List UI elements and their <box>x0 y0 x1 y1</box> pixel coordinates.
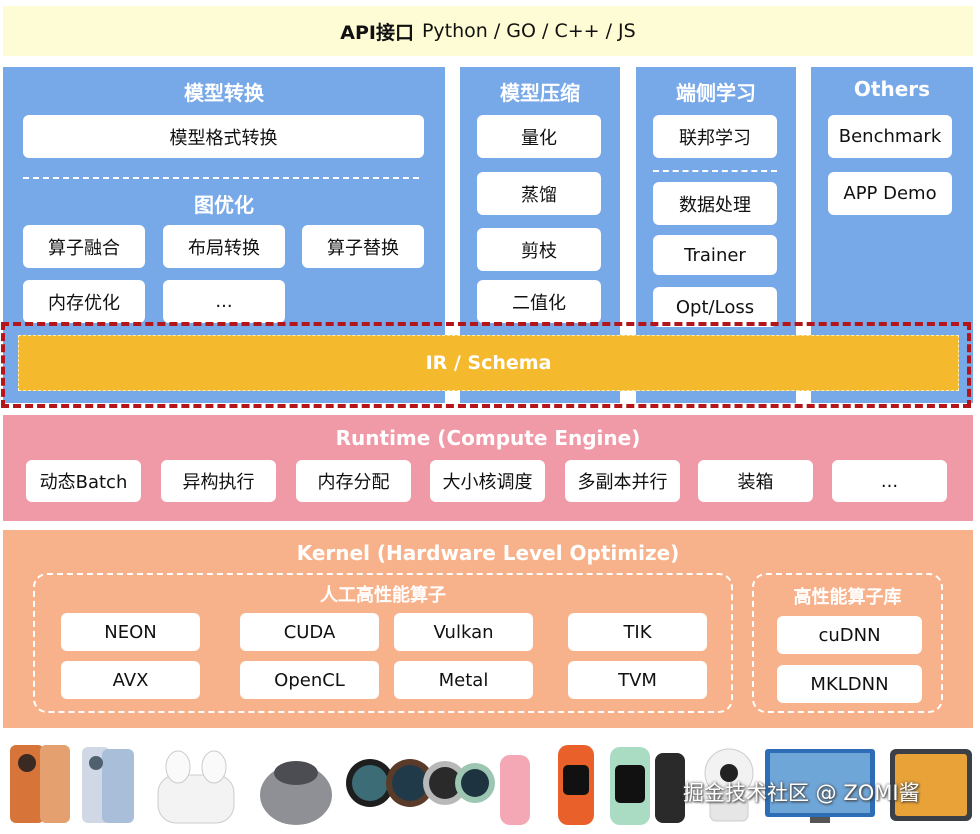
ir-highlight-frame <box>1 322 971 408</box>
compress-item: 二值化 <box>477 280 601 323</box>
runtime-item: 大小核调度 <box>430 460 545 502</box>
earbuds-case-image <box>157 750 235 824</box>
runtime-panel: Runtime (Compute Engine) 动态Batch 异构执行 内存… <box>3 415 973 521</box>
kernel-panel: Kernel (Hardware Level Optimize) 人工高性能算子… <box>3 530 973 728</box>
watermark: 掘金技术社区 @ ZOMI酱 <box>683 781 920 805</box>
kernel-op: TVM <box>568 661 707 699</box>
device-illustrations <box>10 745 972 825</box>
edge-item: Trainer <box>653 235 777 275</box>
compress-item: 剪枝 <box>477 228 601 271</box>
edge-item: Opt/Loss <box>653 287 777 327</box>
model-convert-title: 模型转换 <box>184 81 264 105</box>
model-format-convert-box: 模型格式转换 <box>23 115 424 158</box>
op-library-item: cuDNN <box>777 616 922 654</box>
api-label: API接口 <box>340 21 414 44</box>
tablet-image <box>890 749 972 821</box>
edge-learning-title: 端侧学习 <box>676 81 756 105</box>
others-item: Benchmark <box>828 115 952 158</box>
graph-item: 内存优化 <box>23 280 145 323</box>
manual-ops-area <box>33 573 733 713</box>
op-library-title: 高性能算子库 <box>793 587 902 608</box>
manual-ops-title: 人工高性能算子 <box>320 585 446 606</box>
tv-image <box>765 749 875 823</box>
compress-item: 量化 <box>477 115 601 158</box>
runtime-item: 异构执行 <box>161 460 276 502</box>
kernel-op: Vulkan <box>394 613 533 651</box>
op-library-area <box>752 573 943 713</box>
edge-item: 数据处理 <box>653 182 777 225</box>
graph-item: 算子融合 <box>23 225 145 268</box>
smartwatches-image <box>346 759 495 807</box>
kernel-op: CUDA <box>240 613 379 651</box>
phone-orange-image <box>10 745 70 823</box>
runtime-item: 动态Batch <box>26 460 141 502</box>
device-images <box>0 735 980 830</box>
kernel-op: AVX <box>61 661 200 699</box>
api-bar: API接口 Python / GO / C++ / JS <box>3 6 973 56</box>
kernel-op: OpenCL <box>240 661 379 699</box>
ir-schema-bar: IR / Schema <box>18 335 959 391</box>
graph-item: 布局转换 <box>163 225 285 268</box>
runtime-title: Runtime (Compute Engine) <box>335 426 641 450</box>
earbuds-grey-image <box>260 761 332 825</box>
kernel-title: Kernel (Hardware Level Optimize) <box>296 541 680 565</box>
op-library-item: MKLDNN <box>777 665 922 703</box>
phone-silver-image <box>82 747 134 823</box>
fitness-bands-image <box>500 745 685 825</box>
graph-item: ... <box>163 280 285 323</box>
runtime-item: ... <box>832 460 947 502</box>
camera-image <box>704 748 754 822</box>
runtime-item: 内存分配 <box>296 460 411 502</box>
divider <box>653 170 777 172</box>
graph-opt-title: 图优化 <box>194 193 254 217</box>
runtime-item: 多副本并行 <box>565 460 680 502</box>
divider <box>23 177 419 179</box>
compress-item: 蒸馏 <box>477 172 601 215</box>
federated-learning-box: 联邦学习 <box>653 115 777 158</box>
api-languages: Python / GO / C++ / JS <box>421 20 636 42</box>
runtime-item: 装箱 <box>698 460 813 502</box>
others-item: APP Demo <box>828 172 952 215</box>
kernel-op: NEON <box>61 613 200 651</box>
model-compress-title: 模型压缩 <box>500 81 580 105</box>
kernel-op: TIK <box>568 613 707 651</box>
kernel-op: Metal <box>394 661 533 699</box>
graph-item: 算子替换 <box>302 225 424 268</box>
others-title: Others <box>853 77 931 101</box>
